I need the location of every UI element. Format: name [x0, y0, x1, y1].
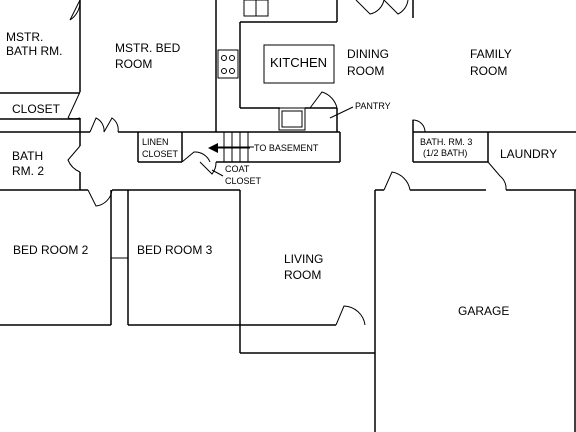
- door-dining-right: [383, 0, 409, 15]
- stove-icon: [217, 49, 239, 79]
- label-linen-1: LINEN: [142, 137, 169, 147]
- door-bed2: [87, 189, 113, 207]
- arrow-left-icon: [208, 143, 250, 153]
- doors: [67, 0, 507, 326]
- label-living-2: ROOM: [284, 268, 321, 282]
- label-pantry: PANTRY: [355, 101, 391, 111]
- label-bath2-2: RM. 2: [12, 164, 44, 178]
- door-master-bath: [69, 0, 81, 21]
- label-laundry: LAUNDRY: [500, 147, 557, 161]
- label-master-bath-2: BATH RM.: [6, 44, 62, 58]
- label-to-basement: TO BASEMENT: [254, 143, 319, 153]
- label-coat-1: COAT: [225, 164, 250, 174]
- door-living: [335, 305, 366, 326]
- leader-pantry: [329, 106, 354, 119]
- door-hall-left: [89, 117, 105, 133]
- stairs: [212, 132, 254, 162]
- label-master-bed-2: ROOM: [115, 57, 152, 71]
- label-coat-2: CLOSET: [225, 176, 262, 186]
- door-garage: [383, 171, 411, 191]
- door-laundry: [487, 161, 507, 191]
- kitchen-island: [263, 44, 335, 84]
- door-bath2: [67, 145, 81, 173]
- room-labels: MSTR. BATH RM. MSTR. BED ROOM CLOSET BAT…: [6, 30, 557, 318]
- label-linen-2: CLOSET: [142, 149, 179, 159]
- leader-coat: [211, 169, 224, 177]
- label-family-1: FAMILY: [470, 47, 512, 61]
- label-bath2-1: BATH: [12, 149, 43, 163]
- label-master-bed-1: MSTR. BED: [115, 41, 181, 55]
- label-bedroom2: BED ROOM 2: [13, 243, 89, 257]
- door-pantry: [309, 91, 338, 109]
- door-linen: [181, 151, 211, 163]
- refrigerator-icon: [278, 107, 306, 131]
- door-hall-right: [103, 117, 119, 133]
- label-garage: GARAGE: [458, 304, 509, 318]
- label-family-2: ROOM: [470, 64, 507, 78]
- label-bath3-1: BATH. RM. 3: [420, 137, 472, 147]
- door-dining-left: [355, 0, 385, 15]
- door-closet: [67, 91, 81, 120]
- door-coat: [199, 161, 217, 175]
- label-dining-1: DINING: [347, 47, 389, 61]
- label-closet: CLOSET: [12, 102, 61, 116]
- label-bath3-2: (1/2 BATH): [423, 148, 467, 158]
- label-master-bath-1: MSTR.: [6, 30, 43, 44]
- label-bedroom3: BED ROOM 3: [137, 243, 213, 257]
- label-dining-2: ROOM: [347, 64, 384, 78]
- label-kitchen: KITCHEN: [270, 55, 327, 70]
- door-bath3: [412, 119, 426, 133]
- label-living-1: LIVING: [284, 252, 323, 266]
- kitchen-fixtures: [217, 0, 335, 131]
